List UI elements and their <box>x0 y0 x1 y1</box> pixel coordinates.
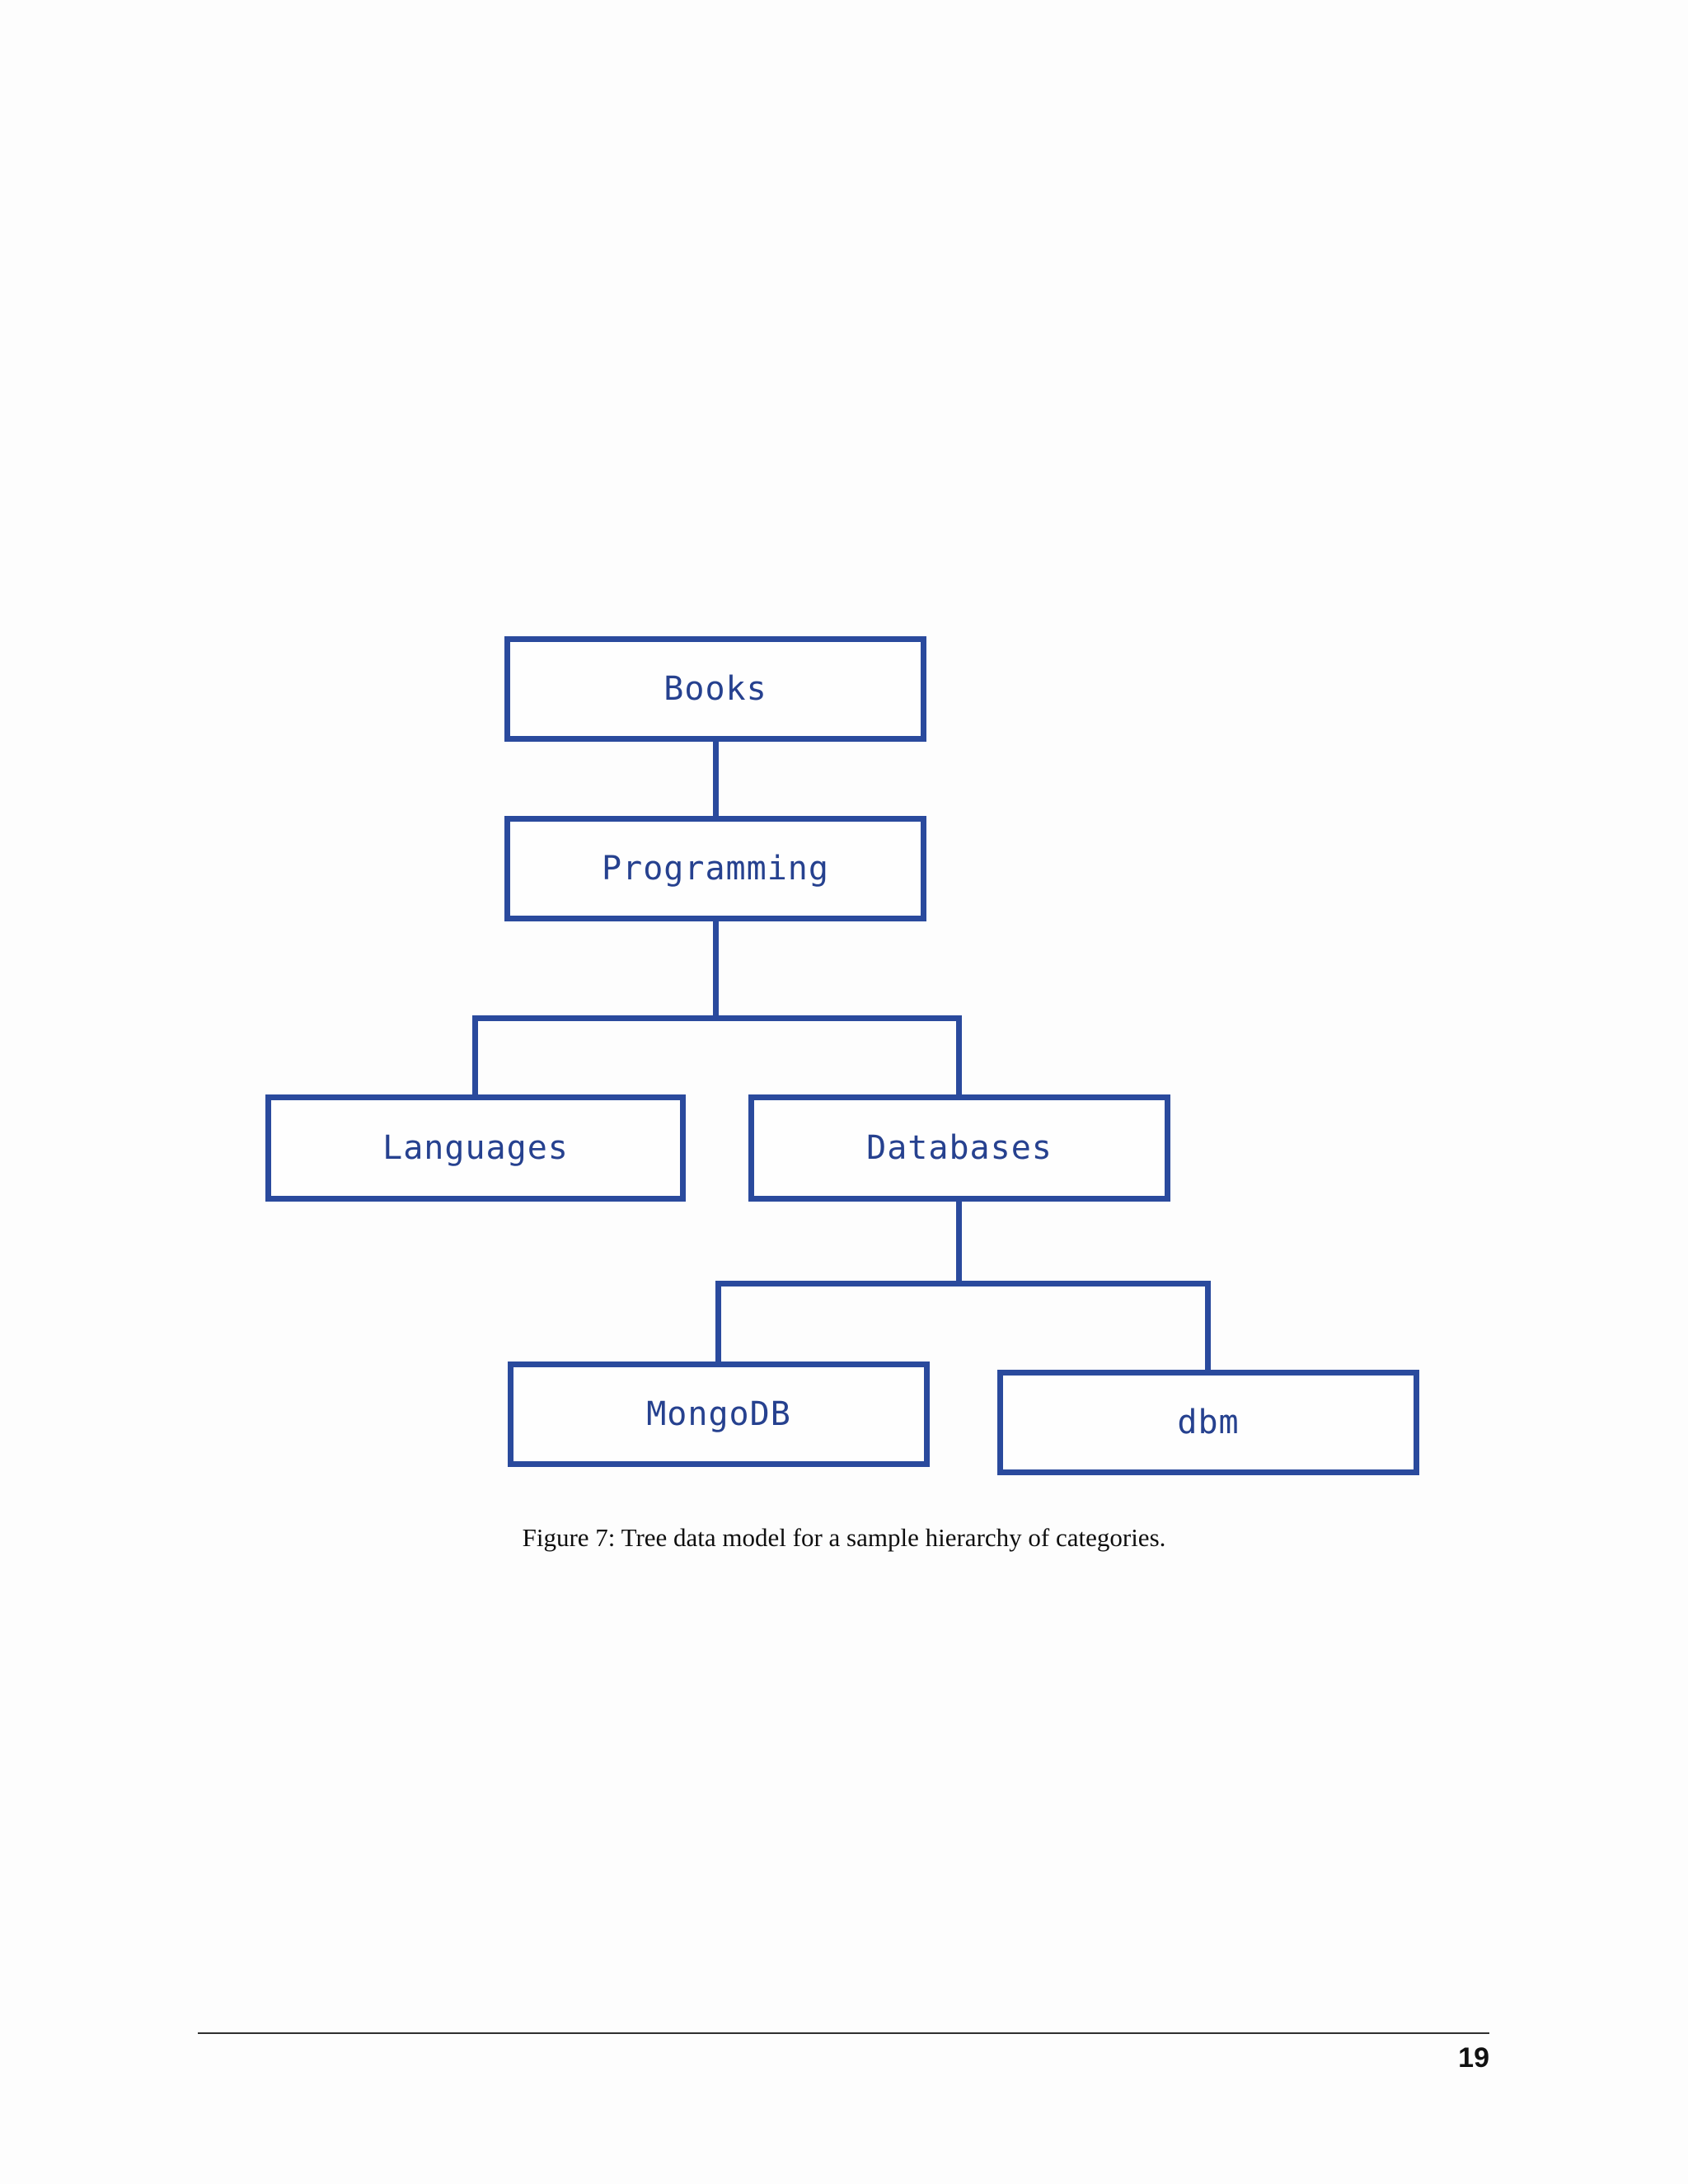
connector-programming-split <box>472 1015 962 1021</box>
connector-databases-split <box>715 1281 1211 1286</box>
footer-rule <box>198 2032 1489 2034</box>
connector-databases-stem <box>956 1202 962 1281</box>
node-databases: Databases <box>748 1094 1170 1202</box>
node-mongodb: MongoDB <box>508 1361 930 1467</box>
node-dbm: dbm <box>997 1370 1419 1475</box>
node-books: Books <box>504 636 926 742</box>
figure-caption: Figure 7: Tree data model for a sample h… <box>522 1523 1166 1552</box>
page-number: 19 <box>1458 2042 1489 2074</box>
node-languages: Languages <box>265 1094 686 1202</box>
connector-drop-languages <box>472 1015 478 1094</box>
connector-drop-databases <box>956 1015 962 1094</box>
connector-drop-mongodb <box>715 1281 721 1361</box>
node-programming: Programming <box>504 816 926 921</box>
connector-drop-dbm <box>1205 1281 1211 1370</box>
connector-books-programming <box>713 742 719 816</box>
connector-programming-stem <box>713 921 719 1015</box>
